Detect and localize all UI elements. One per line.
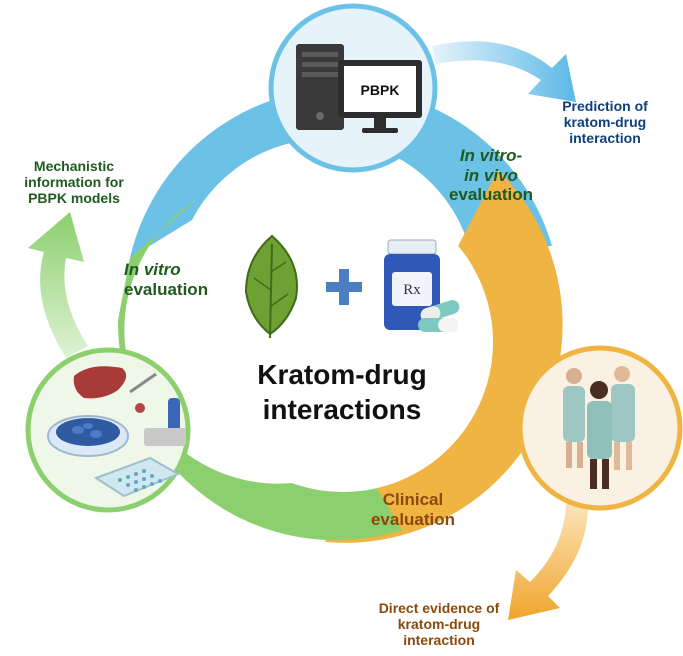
center-title: Kratom-drug interactions <box>235 357 449 427</box>
direct-line1: Direct evidence of <box>378 600 500 616</box>
mechanistic-line1: Mechanistic <box>33 158 115 174</box>
prediction-label: Prediction of kratom-drug interaction <box>540 98 670 146</box>
ring-segment-orange <box>325 170 563 543</box>
prediction-line3: interaction <box>569 130 641 147</box>
ring-segment-green <box>117 200 403 541</box>
arrow-to-mechanistic <box>28 212 88 358</box>
in-vitro-node <box>25 347 191 513</box>
direct-line3: interaction <box>403 632 475 649</box>
in-vitro-line2: evaluation <box>124 279 209 299</box>
center-title-line1: Kratom-drug <box>257 359 427 390</box>
prediction-line2: kratom-drug <box>563 114 647 131</box>
direct-line2: kratom-drug <box>397 616 481 633</box>
lab-equipment-icon <box>47 366 186 498</box>
mechanistic-line2: information for <box>24 174 124 191</box>
ivive-label: In vitro- in vivo evaluation <box>436 146 546 205</box>
pbpk-node: PBPK <box>268 3 438 173</box>
ivive-line2: in vivo <box>464 165 518 185</box>
mechanistic-label: Mechanistic information for PBPK models <box>4 158 144 206</box>
rx-label: Rx <box>403 282 421 298</box>
arrow-to-prediction <box>432 41 576 102</box>
prediction-line1: Prediction of <box>562 98 648 114</box>
pill-bottle-icon: Rx <box>384 239 460 332</box>
in-vitro-evaluation-label: In vitro evaluation <box>124 260 234 299</box>
arrow-to-direct-evidence <box>508 500 589 620</box>
mechanistic-line3: PBPK models <box>28 190 120 207</box>
inner-circle <box>193 192 493 492</box>
ivive-line1: In vitro- <box>459 146 523 165</box>
computer-icon <box>296 44 422 133</box>
clinical-node <box>517 345 683 511</box>
ring-segment-blue <box>130 88 552 259</box>
clinical-evaluation-label: Clinical evaluation <box>358 490 468 529</box>
center-title-line2: interactions <box>262 394 422 425</box>
leaf-icon <box>244 234 298 339</box>
in-vitro-line1: In vitro <box>124 260 181 279</box>
clinical-line2: evaluation <box>370 509 456 529</box>
ivive-line3: evaluation <box>448 185 534 205</box>
clinical-line1: Clinical <box>382 490 444 509</box>
direct-evidence-label: Direct evidence of kratom-drug interacti… <box>344 600 534 648</box>
plus-icon <box>326 269 362 305</box>
patients-icon <box>563 366 635 489</box>
pbpk-screen-label: PBPK <box>361 82 400 98</box>
